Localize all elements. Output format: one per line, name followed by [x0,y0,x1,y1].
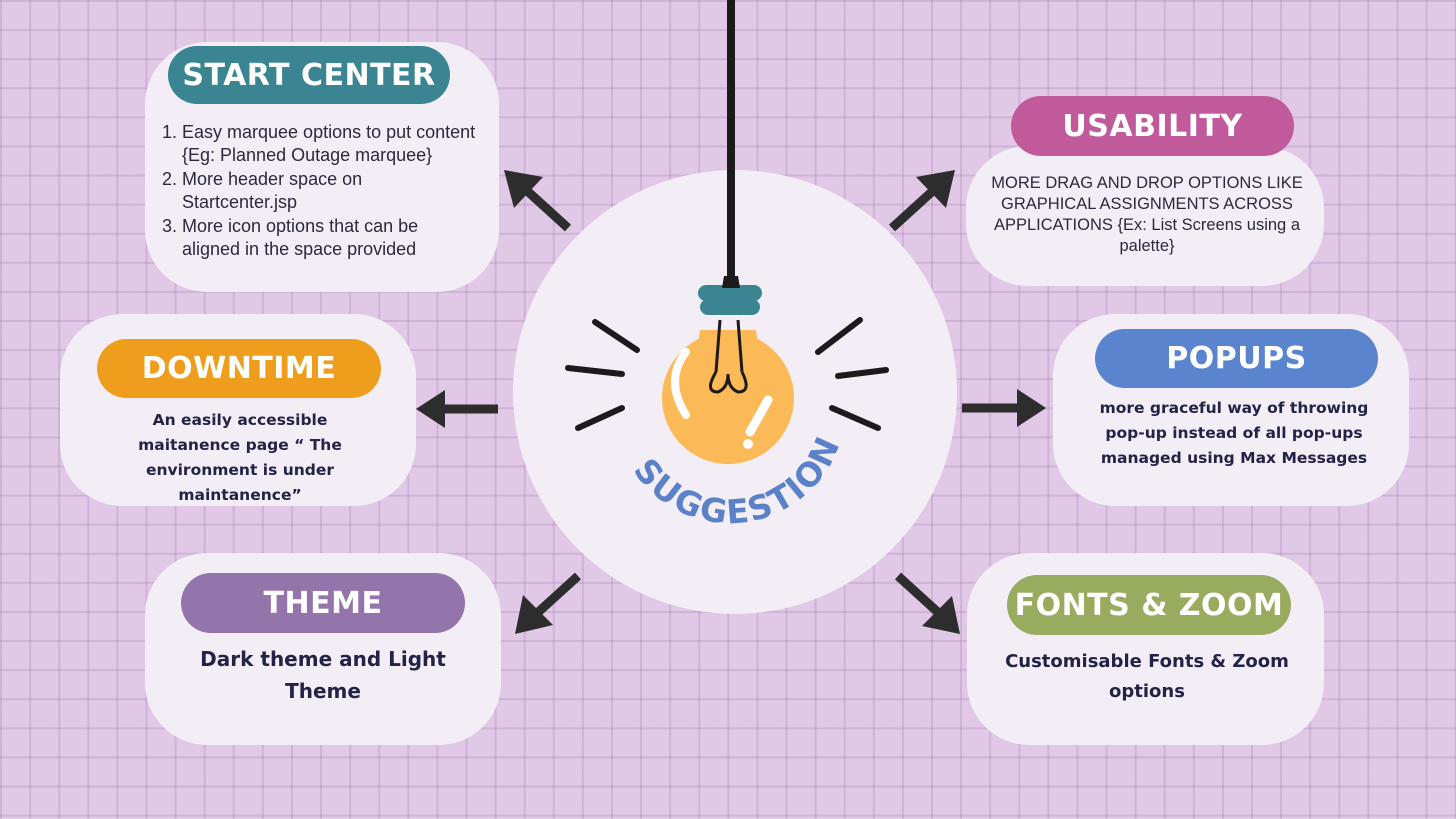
list-item: 3.More icon options that can be aligned … [162,216,419,259]
start-center-list: 1.Easy marquee options to put content {E… [162,121,480,262]
start-center-title: START CENTER [168,46,450,104]
arrow-icon [416,170,1046,634]
usability-card [966,146,1324,286]
theme-text: Dark theme and Light Theme [200,647,446,703]
theme-title: THEME [181,573,465,633]
bulb-rays [565,317,889,431]
popups-title: POPUPS [1095,329,1378,388]
usability-text: MORE DRAG AND DROP OPTIONS LIKE GRAPHICA… [991,174,1303,255]
usability-title: USABILITY [1011,96,1294,156]
bulb-cord [727,0,735,290]
fonts-zoom-text: Customisable Fonts & Zoom options [1005,651,1289,702]
list-item: 1.Easy marquee options to put content {E… [162,122,476,165]
lightbulb-icon [662,276,794,464]
downtime-text: An easily accessible maitanence page “ T… [138,411,342,504]
list-item: 2.More header space on Startcenter.jsp [162,169,363,212]
popups-text: more graceful way of throwing pop-up ins… [1099,399,1369,467]
downtime-title: DOWNTIME [97,339,381,398]
fonts-zoom-title: FONTS & ZOOM [1007,575,1291,635]
